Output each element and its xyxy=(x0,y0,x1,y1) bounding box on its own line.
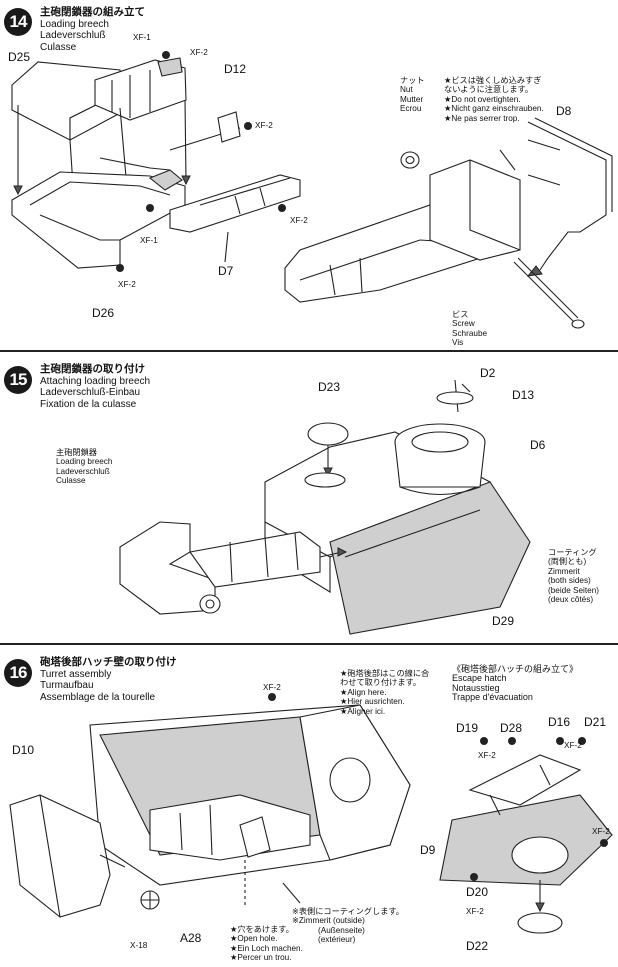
part-label-d16: D16 xyxy=(548,715,571,729)
part-label-d10: D10 xyxy=(12,743,35,757)
part-label-d8: D8 xyxy=(556,104,572,118)
title-fr: Fixation de la culasse xyxy=(40,398,137,410)
paint-xf2-label: XF-2 xyxy=(255,121,273,130)
part-label-d19: D19 xyxy=(456,721,479,735)
step-16-panel: 16 砲塔後部ハッチ壁の取り付け Turret assembly Turmauf… xyxy=(0,645,618,967)
coating-note: コーティング(両側とも)Zimmerit(both sides)(beide S… xyxy=(548,548,599,605)
hole-note: ★穴をあけます。★Open hole.★Ein Loch machen.★Per… xyxy=(230,925,303,963)
title-fr: Assemblage de la tourelle xyxy=(40,691,156,703)
part-label-d29: D29 xyxy=(492,614,515,628)
part-label-a28: A28 xyxy=(180,931,202,945)
paint-xf2-label: XF-2 xyxy=(263,683,281,692)
divider xyxy=(0,350,618,352)
title-en: Loading breech xyxy=(40,18,109,30)
step-title: 砲塔後部ハッチ壁の取り付け Turret assembly Turmaufbau… xyxy=(40,656,177,703)
align-note: ★砲塔後部はこの線に合わせて取り付けます。★Align here.★Hier a… xyxy=(340,669,430,716)
step-14-panel: 14 主砲閉鎖器の組み立て Loading breech Ladeverschl… xyxy=(0,0,618,350)
part-label-d21: D21 xyxy=(584,715,607,729)
step-number: 14 xyxy=(4,8,32,36)
part-label-d12: D12 xyxy=(224,62,247,76)
title-jp: 主砲閉鎖器の取り付け xyxy=(40,363,145,375)
part-label-d9: D9 xyxy=(420,843,436,857)
title-en: Turret assembly xyxy=(40,668,112,680)
paint-xf1-label: XF-1 xyxy=(140,236,158,245)
step-title: 主砲閉鎖器の組み立て Loading breech Ladeverschluß … xyxy=(40,6,145,53)
step-number: 16 xyxy=(4,659,32,687)
paint-xf2-label: XF-2 xyxy=(564,741,582,750)
title-en: Attaching loading breech xyxy=(40,375,151,387)
part-label-d26: D26 xyxy=(92,306,115,320)
title-fr: Culasse xyxy=(40,41,77,53)
paint-xf1-label: XF-1 xyxy=(133,33,151,42)
title-de: Turmaufbau xyxy=(40,680,94,691)
part-label-d7: D7 xyxy=(218,264,234,278)
part-label-d20: D20 xyxy=(466,885,489,899)
title-de: Ladeverschluß xyxy=(40,30,106,41)
paint-x18-label: X-18 xyxy=(130,941,148,950)
part-label-d23: D23 xyxy=(318,380,341,394)
paint-xf2-label: XF-2 xyxy=(190,48,208,57)
divider xyxy=(0,643,618,645)
zimmerit-outside-note: ※表側にコーティングします。※Zimmerit (outside)(Außens… xyxy=(292,907,404,945)
caution-note: ★ビスは強くしめ込みすぎないように注意します。★Do not overtight… xyxy=(444,76,544,123)
title-de: Ladeverschluß-Einbau xyxy=(40,387,141,398)
part-label-d6: D6 xyxy=(530,438,546,452)
step-16-drawing xyxy=(9,693,613,934)
title-jp: 砲塔後部ハッチ壁の取り付け xyxy=(40,656,177,668)
title-jp: 主砲閉鎖器の組み立て xyxy=(40,6,145,18)
paint-xf2-label: XF-2 xyxy=(592,827,610,836)
step-15-drawing xyxy=(119,379,531,635)
step-14-drawing xyxy=(11,51,613,329)
step-15-panel: 15 主砲閉鎖器の取り付け Attaching loading breech L… xyxy=(0,352,618,642)
paint-xf2-label: XF-2 xyxy=(478,751,496,760)
part-label-d28: D28 xyxy=(500,721,523,735)
part-label-d22: D22 xyxy=(466,939,489,953)
paint-xf2-label: XF-2 xyxy=(466,907,484,916)
step-number: 15 xyxy=(4,366,32,394)
part-label-d13: D13 xyxy=(512,388,535,402)
paint-xf2-label: XF-2 xyxy=(290,216,308,225)
part-label-d2: D2 xyxy=(480,366,496,380)
step-title: 主砲閉鎖器の取り付け Attaching loading breech Lade… xyxy=(40,363,151,410)
part-label-d25: D25 xyxy=(8,50,31,64)
paint-xf2-label: XF-2 xyxy=(118,280,136,289)
